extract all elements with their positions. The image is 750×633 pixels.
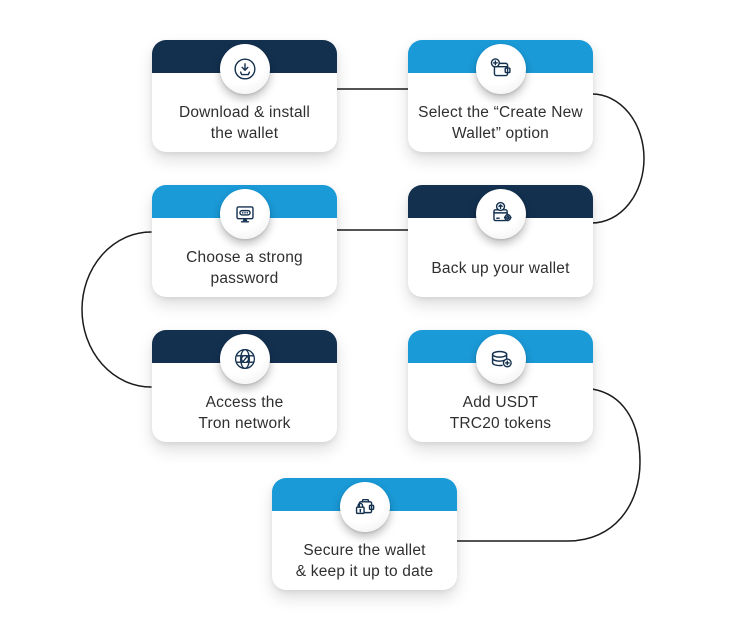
step-title: Back up your wallet (408, 241, 593, 295)
step-card-access-tron: Access the Tron network (152, 330, 337, 442)
step-title-line: Tron network (198, 415, 291, 432)
wallet-add-icon (490, 58, 511, 77)
step-title-line: password (210, 270, 279, 287)
icon-badge (219, 334, 270, 384)
step-card-backup-wallet: Back up your wallet (408, 185, 593, 297)
step-title: Download & install the wallet (152, 96, 337, 150)
step-card-secure-wallet: Secure the wallet & keep it up to date (272, 478, 457, 590)
step-title: Secure the wallet & keep it up to date (272, 534, 457, 588)
icon-badge (339, 482, 390, 532)
wallet-backup-icon (492, 201, 512, 222)
step-title-line: the wallet (210, 125, 279, 142)
connector-right-curve-bottom (456, 388, 641, 542)
step-title-line: Add USDT (462, 394, 539, 411)
connector-right-curve-top (591, 93, 645, 224)
icon-badge (475, 44, 526, 94)
step-title-line: Secure the wallet (303, 542, 426, 559)
step-card-add-usdt: Add USDT TRC20 tokens (408, 330, 593, 442)
step-title: Choose a strong password (152, 241, 337, 295)
connector-left-curve (81, 231, 152, 388)
step-title: Add USDT TRC20 tokens (408, 386, 593, 440)
globe-network-icon (234, 348, 255, 370)
step-title-line: & keep it up to date (295, 563, 434, 580)
step-title: Select the “Create New Wallet” option (408, 96, 593, 150)
icon-badge (475, 189, 526, 239)
icon-badge (219, 189, 270, 239)
step-title-line: Access the (205, 394, 284, 411)
step-title-line: Choose a strong (186, 249, 303, 266)
step-card-choose-password: Choose a strong password (152, 185, 337, 297)
icon-badge (219, 44, 270, 94)
step-title-line: Back up your wallet (431, 259, 570, 277)
step-card-download-install: Download & install the wallet (152, 40, 337, 152)
download-icon (233, 58, 256, 80)
step-title-line: Download & install (178, 104, 311, 121)
icon-badge (475, 334, 526, 384)
step-title-line: Select the “Create New (418, 104, 583, 121)
step-title-line: TRC20 tokens (449, 415, 552, 432)
step-title: Access the Tron network (152, 386, 337, 440)
step-card-create-new-wallet: Select the “Create New Wallet” option (408, 40, 593, 152)
step-title-line: Wallet” option (452, 125, 549, 142)
wallet-lock-icon (355, 498, 374, 515)
coins-add-icon (491, 350, 512, 368)
password-monitor-icon (235, 206, 254, 223)
